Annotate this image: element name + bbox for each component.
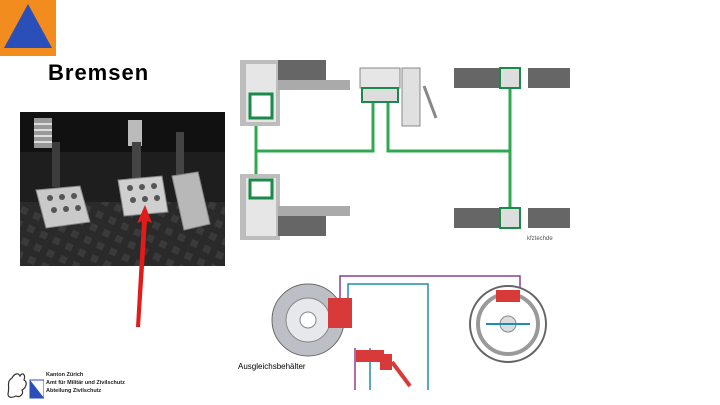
footer — [4, 368, 154, 402]
car-pedals-photo — [20, 112, 225, 266]
rear-left-brake — [240, 174, 350, 240]
rear-right-brake — [454, 207, 570, 229]
hydraulic-brake-diagram — [271, 275, 547, 390]
zurich-lion-crest-icon — [7, 373, 45, 399]
footer-line-office: Amt für Militär und Zivilschutz — [46, 380, 125, 386]
footer-text: Kanton Zürich Amt für Militär und Zivils… — [46, 371, 125, 395]
logo — [0, 0, 56, 56]
hydraulic-master-cylinder — [356, 350, 412, 388]
drum-brake — [469, 285, 547, 363]
page-title: Bremsen — [48, 60, 150, 85]
master-cylinder — [359, 67, 438, 127]
accelerator-pedal — [171, 171, 211, 231]
disc-brake — [271, 283, 352, 357]
clutch-pedal — [35, 185, 91, 229]
civil-protection-triangle-icon — [0, 0, 56, 56]
clutch-spring — [34, 118, 52, 148]
reservoir-label: Ausgleichsbehälter — [238, 362, 306, 371]
brake-circuit-schematic — [240, 60, 570, 240]
footer-line-canton: Kanton Zürich — [46, 372, 84, 378]
front-left-brake — [240, 60, 350, 126]
front-right-brake — [454, 67, 570, 89]
brand-mark: kfztechde — [527, 236, 553, 242]
brake-pedal — [117, 175, 169, 217]
footer-line-department: Abteilung Zivilschutz — [46, 388, 102, 394]
red-arrow-icon — [136, 205, 152, 327]
